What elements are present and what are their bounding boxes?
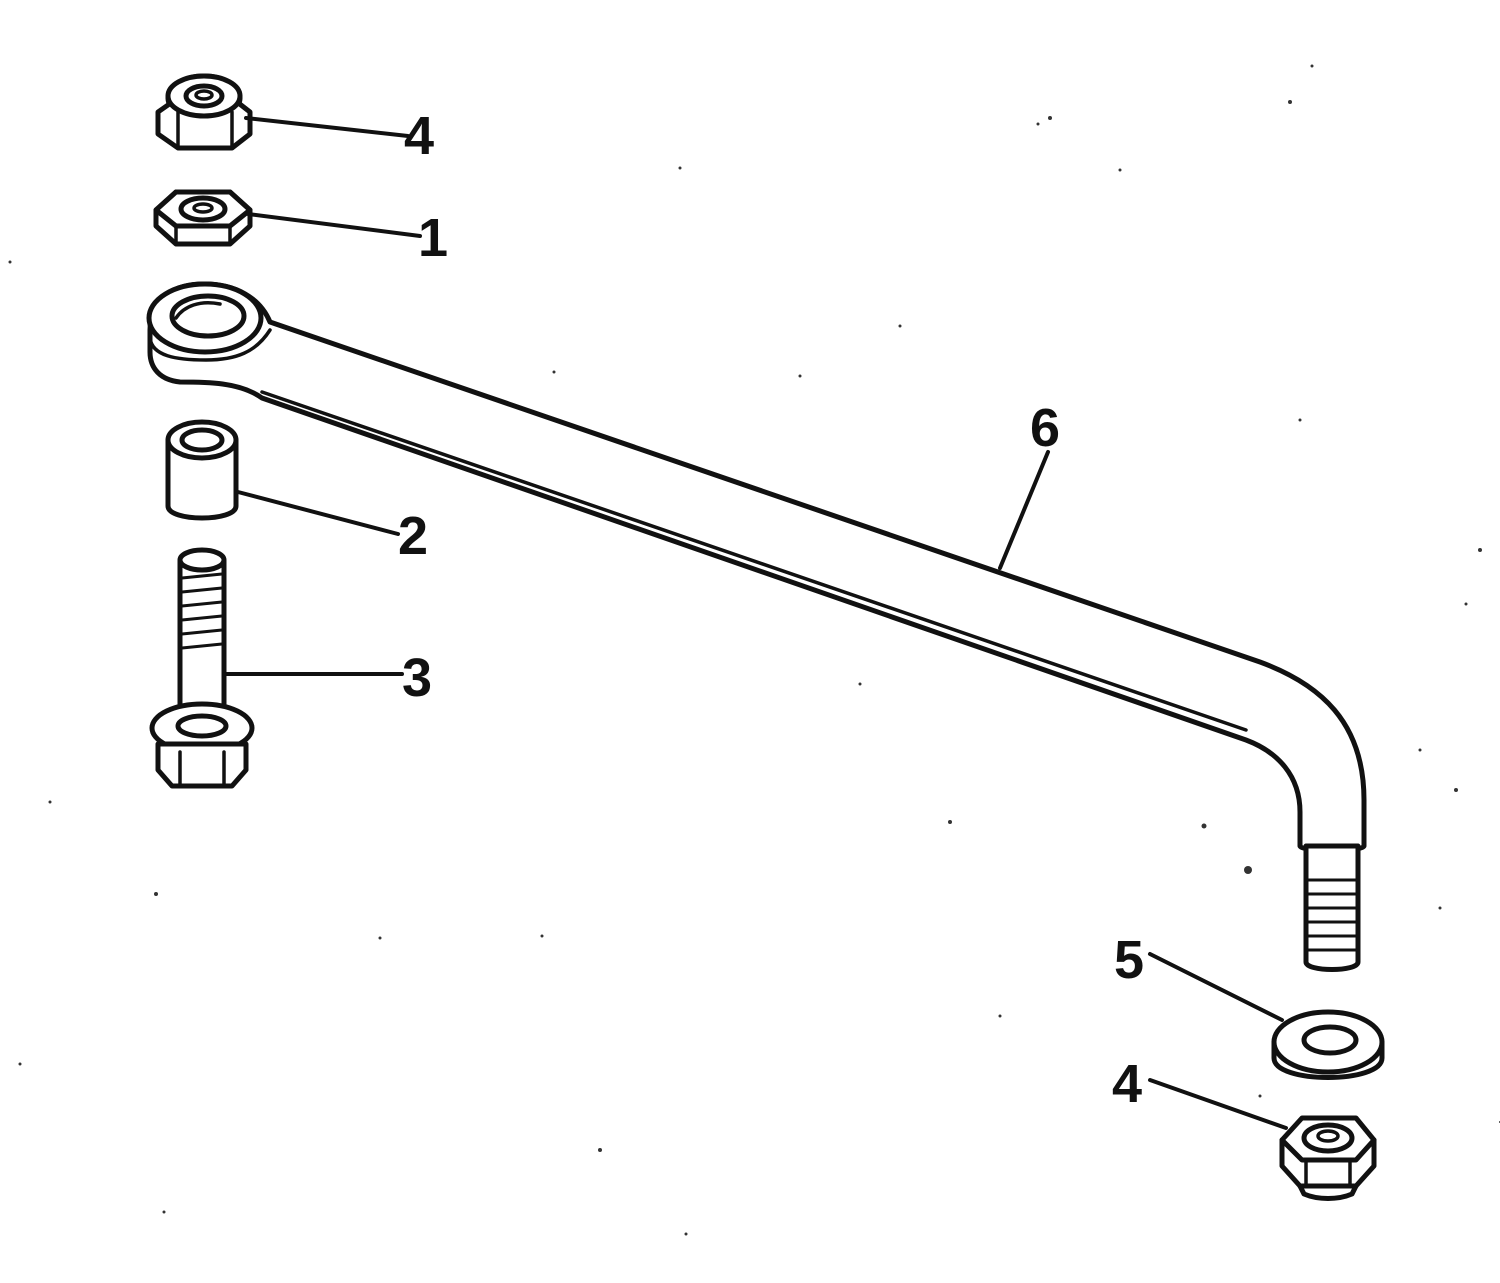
link-rod <box>146 281 1367 972</box>
leader-spacer <box>236 490 400 536</box>
leader-hex-nut <box>246 212 422 238</box>
spacer-bushing <box>165 419 239 521</box>
locknut-bottom <box>1279 1115 1377 1201</box>
leader-lines <box>224 116 1288 1130</box>
leader-top-nut <box>244 116 410 138</box>
hex-nut <box>153 189 253 247</box>
callout-labels: 4 1 2 3 6 5 4 <box>398 106 1144 1114</box>
callout-washer: 5 <box>1114 930 1144 990</box>
flange-bolt <box>149 547 255 789</box>
leader-washer <box>1148 952 1284 1022</box>
callout-hex-nut: 1 <box>418 208 448 268</box>
callout-spacer: 2 <box>398 506 428 566</box>
callout-top-nut: 4 <box>404 106 434 166</box>
callout-bottom-nut: 4 <box>1112 1054 1142 1114</box>
locknut-top <box>155 73 253 151</box>
flat-washer <box>1271 1009 1385 1080</box>
leader-bottom-nut <box>1148 1078 1288 1130</box>
scan-noise <box>8 64 1500 1236</box>
callout-bolt: 3 <box>402 648 432 708</box>
leader-link-rod <box>998 450 1050 570</box>
callout-link-rod: 6 <box>1030 398 1060 458</box>
